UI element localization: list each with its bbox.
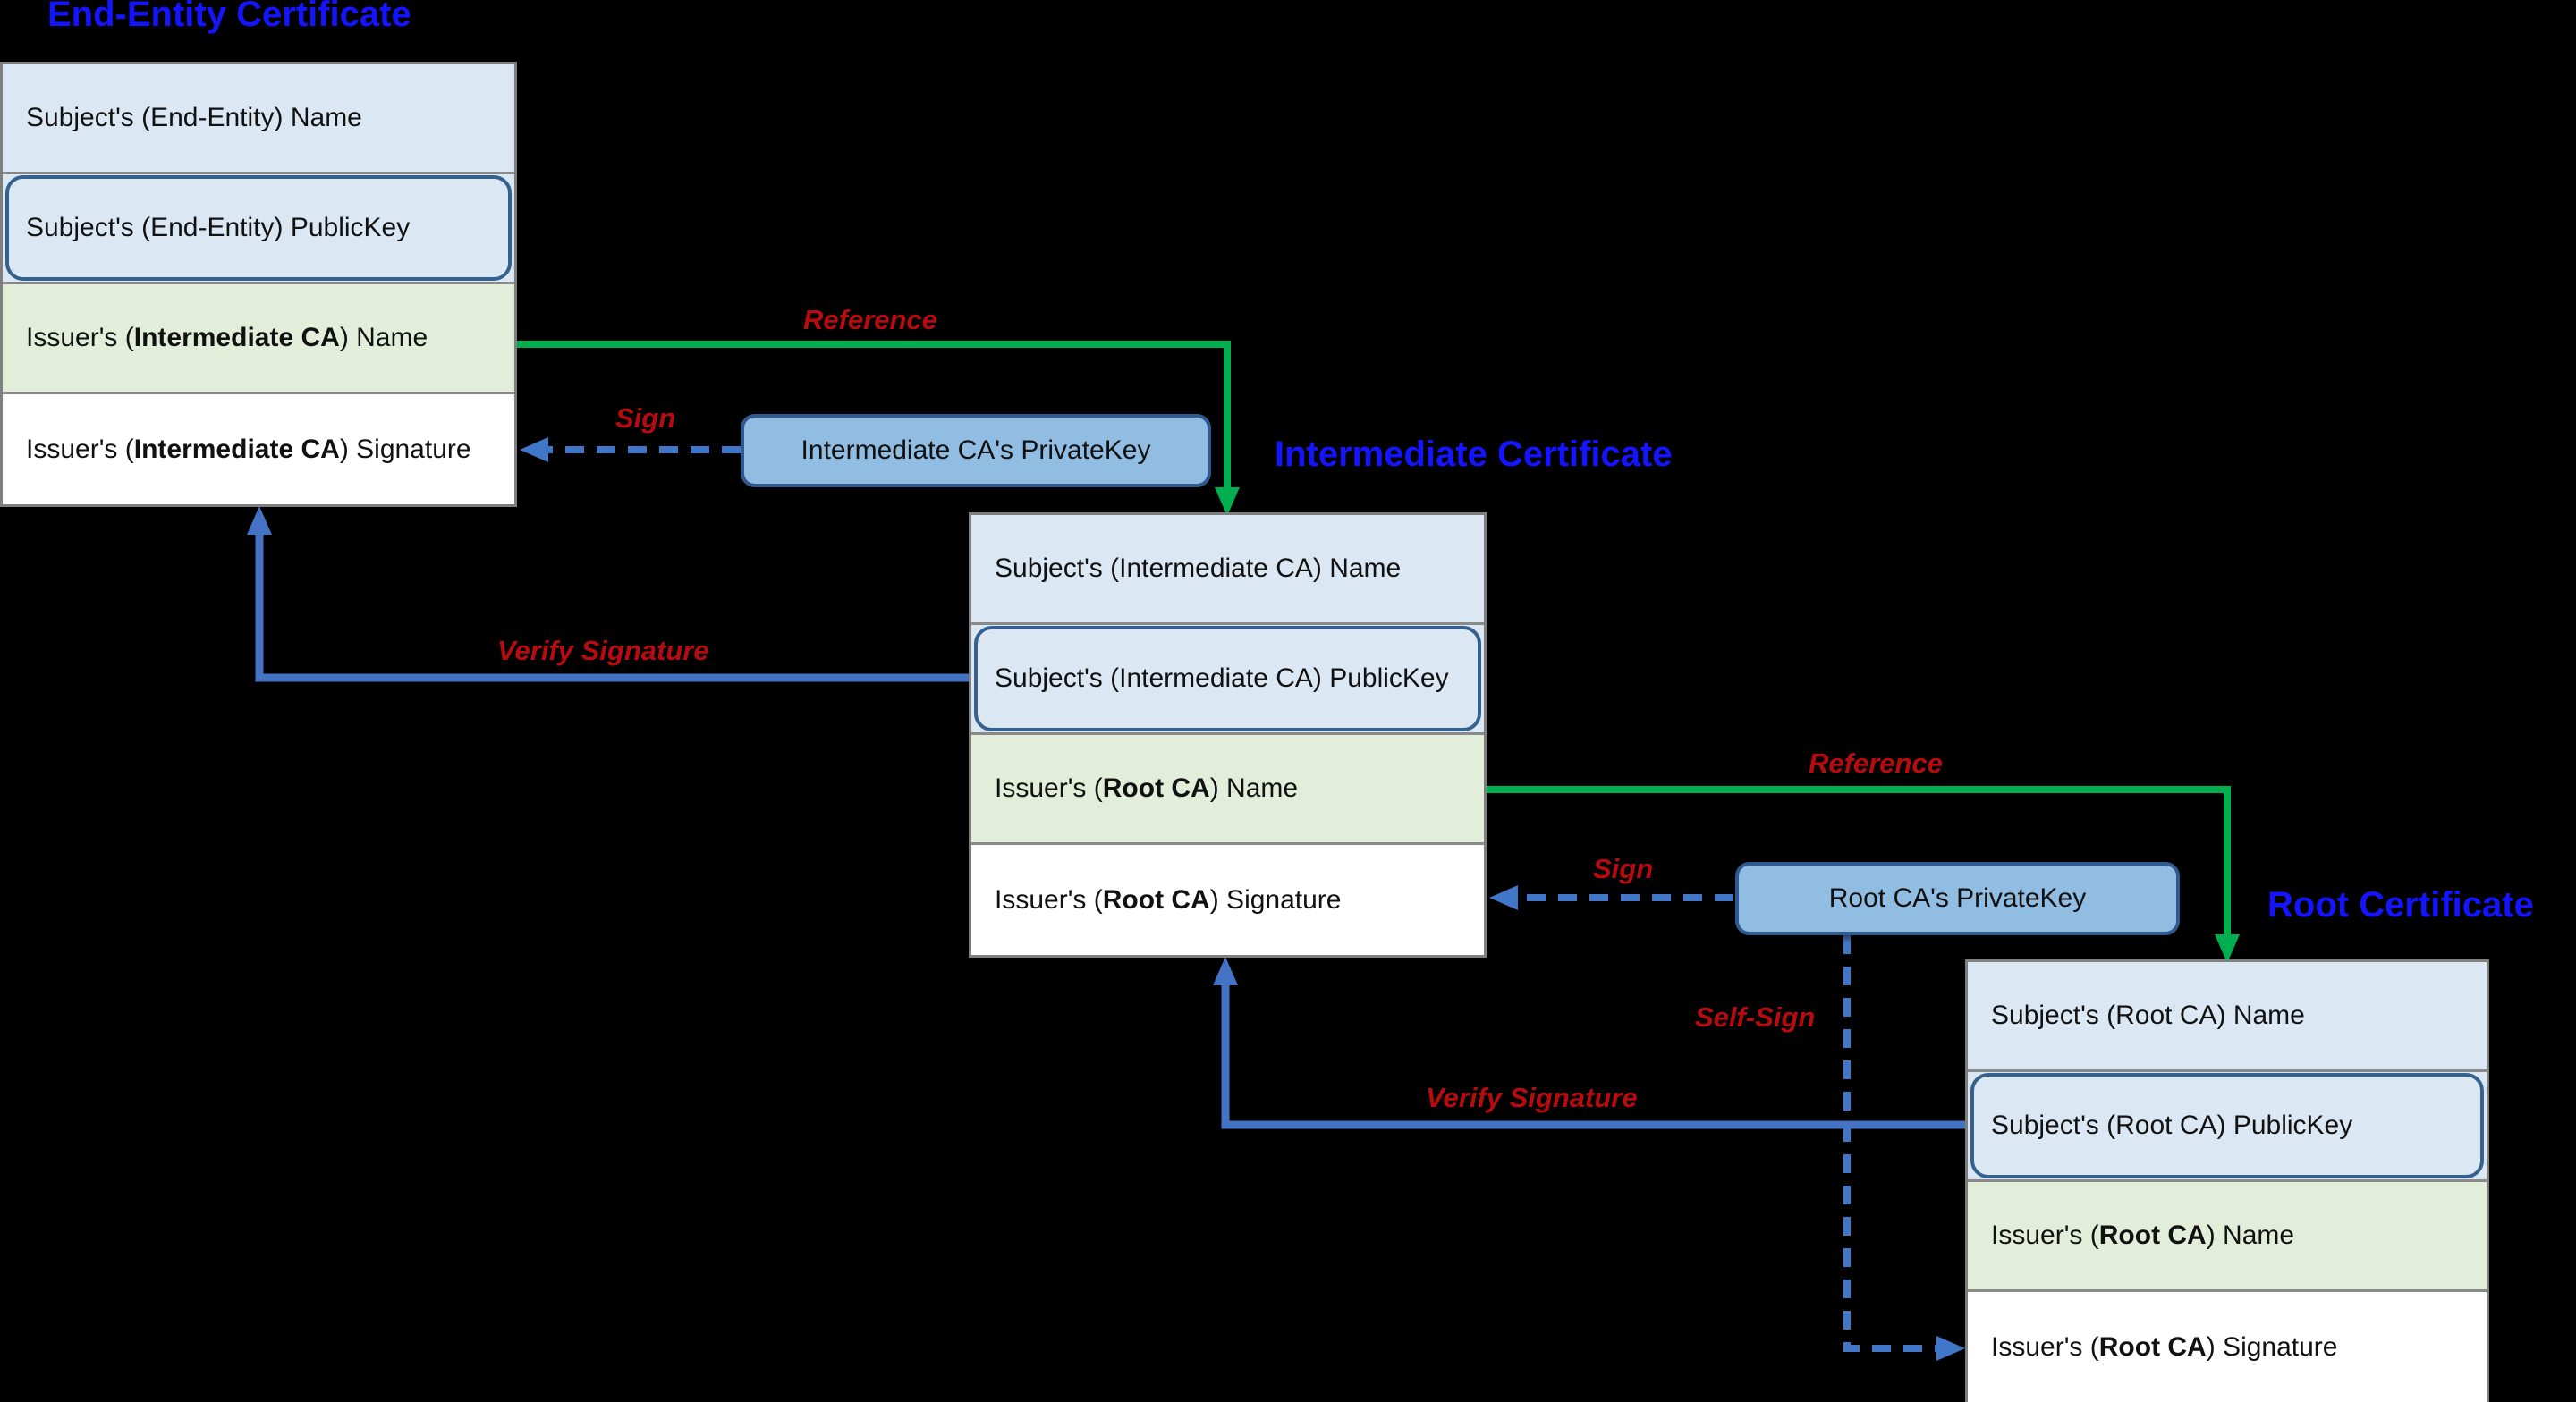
verify-signature-arrowhead-1 <box>247 506 272 535</box>
reference-label-2: Reference <box>1809 747 1943 779</box>
sign-arrowhead-1 <box>520 437 548 462</box>
row-text: Subject's (End-Entity) Name <box>26 103 362 132</box>
root-certificate-box: Subject's (Root CA) Name Subject's (Root… <box>1965 959 2489 1402</box>
root-subject-name-row: Subject's (Root CA) Name <box>1968 962 2487 1072</box>
row-text: ) Name <box>339 323 428 352</box>
verify-signature-label-2: Verify Signature <box>1426 1082 1638 1113</box>
self-sign-arrowhead <box>1936 1336 1965 1361</box>
row-text: ) Name <box>2206 1220 2295 1250</box>
intermediate-ca-privatekey-box: Intermediate CA's PrivateKey <box>741 414 1211 487</box>
end-entity-subject-publickey-row: Subject's (End-Entity) PublicKey <box>3 174 514 284</box>
root-issuer-signature-row: Issuer's (Root CA) Signature <box>1968 1292 2487 1402</box>
row-text-bold: Root CA <box>1102 773 1210 803</box>
root-issuer-name-row: Issuer's (Root CA) Name <box>1968 1182 2487 1292</box>
end-entity-subject-name-row: Subject's (End-Entity) Name <box>3 64 514 174</box>
row-text: ) Name <box>1209 773 1299 803</box>
sign-label-1: Sign <box>615 402 676 434</box>
root-subject-publickey-row: Subject's (Root CA) PublicKey <box>1968 1072 2487 1182</box>
sign-arrowhead-2 <box>1489 885 1518 910</box>
row-text: ) Signature <box>1209 884 1342 915</box>
row-text-bold: Root CA <box>2098 1220 2207 1250</box>
sign-label-2: Sign <box>1593 853 1654 884</box>
intermediate-certificate-box: Subject's (Intermediate CA) Name Subject… <box>969 512 1487 958</box>
verify-signature-arrowhead-2 <box>1213 957 1238 985</box>
end-entity-certificate-box: Subject's (End-Entity) Name Subject's (E… <box>0 62 517 507</box>
row-text: Issuer's ( <box>1991 1220 2099 1250</box>
intermediate-issuer-signature-row: Issuer's (Root CA) Signature <box>971 845 1484 955</box>
row-text-bold: Intermediate CA <box>133 323 340 352</box>
end-entity-issuer-signature-row: Issuer's (Intermediate CA) Signature <box>3 394 514 504</box>
row-text-bold: Root CA <box>1102 884 1210 915</box>
self-sign-label: Self-Sign <box>1695 1001 1816 1033</box>
intermediate-issuer-name-row: Issuer's (Root CA) Name <box>971 735 1484 845</box>
row-text: Issuer's ( <box>995 773 1103 803</box>
end-entity-certificate-title: End-Entity Certificate <box>47 0 411 34</box>
root-certificate-title: Root Certificate <box>2267 885 2534 925</box>
intermediate-subject-publickey-row: Subject's (Intermediate CA) PublicKey <box>971 625 1484 735</box>
row-text: Subject's (Root CA) Name <box>1991 1001 2305 1030</box>
self-sign-arrow <box>1843 935 1936 1352</box>
intermediate-subject-name-row: Subject's (Intermediate CA) Name <box>971 515 1484 625</box>
row-text: ) Signature <box>2206 1331 2338 1362</box>
end-entity-issuer-name-row: Issuer's (Intermediate CA) Name <box>3 284 514 394</box>
verify-signature-label-1: Verify Signature <box>497 635 709 666</box>
row-text: Subject's (Intermediate CA) Name <box>995 553 1402 583</box>
row-text: Subject's (Root CA) PublicKey <box>1991 1111 2353 1140</box>
row-text: Issuer's ( <box>26 323 134 352</box>
row-text: Subject's (End-Entity) PublicKey <box>26 213 411 242</box>
row-text: Issuer's ( <box>995 884 1103 915</box>
root-ca-privatekey-box: Root CA's PrivateKey <box>1735 862 2180 935</box>
row-text: Issuer's ( <box>1991 1331 2099 1362</box>
reference-label-1: Reference <box>803 304 937 335</box>
row-text: Subject's (Intermediate CA) PublicKey <box>995 663 1449 693</box>
intermediate-certificate-title: Intermediate Certificate <box>1275 435 1673 474</box>
row-text: Issuer's ( <box>26 434 134 464</box>
row-text-bold: Root CA <box>2098 1331 2207 1362</box>
row-text-bold: Intermediate CA <box>133 434 340 464</box>
row-text: ) Signature <box>339 434 471 464</box>
